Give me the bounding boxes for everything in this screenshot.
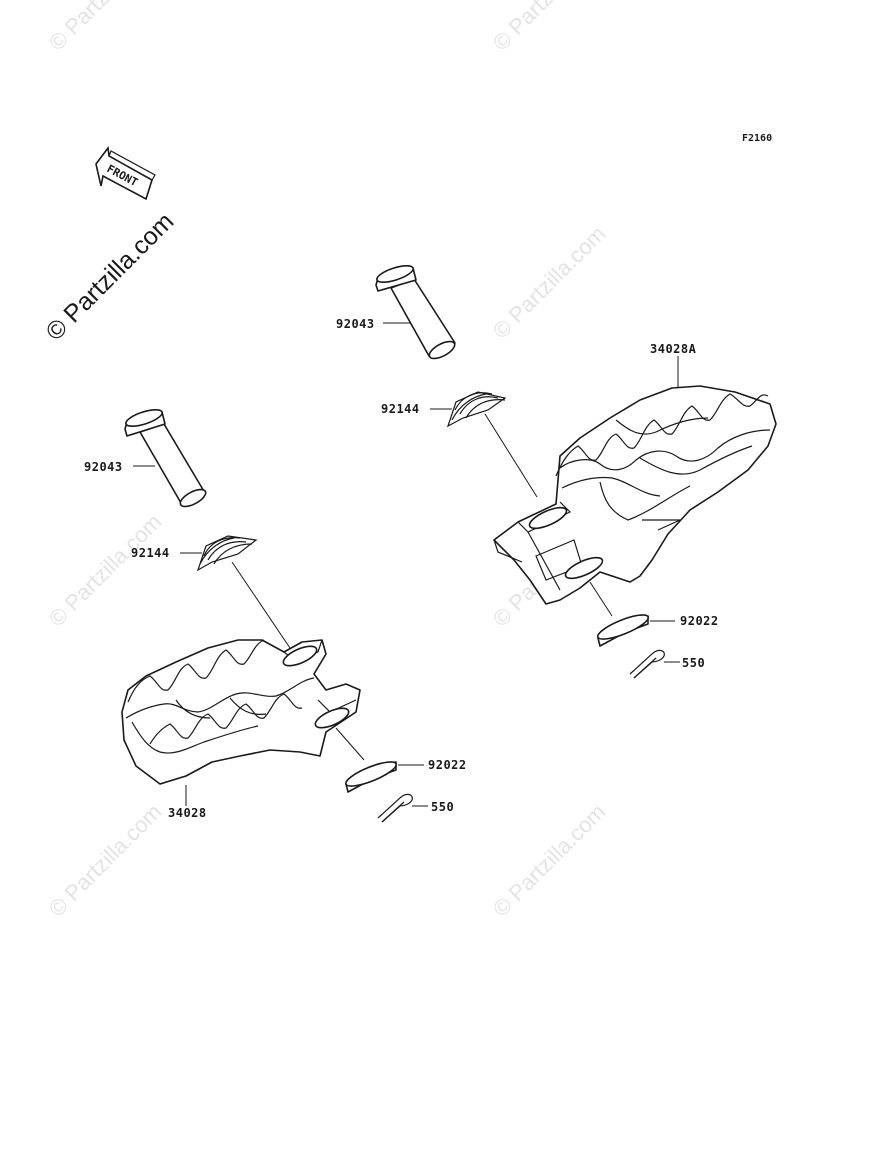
watermark: © Partzilla.com	[488, 221, 611, 344]
watermark: © Partzilla.com	[488, 0, 611, 56]
pin-upper-drawing	[375, 265, 456, 360]
cotter-left-drawing	[377, 793, 413, 823]
footpeg-left-drawing	[121, 639, 361, 785]
leader-line	[589, 581, 613, 617]
watermark-group: © Partzilla.com © Partzilla.com © Partzi…	[44, 0, 611, 922]
part-label-550-right: 550	[682, 656, 705, 670]
watermark: © Partzilla.com	[44, 509, 167, 632]
part-label-550-left: 550	[431, 800, 454, 814]
leader-line	[231, 561, 291, 649]
footpeg-right-drawing	[493, 385, 777, 605]
part-label-92144-lower: 92144	[131, 546, 170, 560]
part-label-92022-right: 92022	[680, 614, 719, 628]
washer-left-drawing	[345, 761, 397, 793]
watermark: © Partzilla.com	[44, 0, 167, 56]
watermark-main: © Partzilla.com	[40, 207, 179, 346]
part-label-34028A: 34028A	[650, 342, 697, 356]
watermark: © Partzilla.com	[44, 799, 167, 922]
part-label-92043-upper: 92043	[336, 317, 375, 331]
pin-lower-drawing	[124, 409, 207, 508]
leader-line	[484, 413, 538, 498]
diagram-code: F2160	[742, 133, 772, 144]
part-label-34028: 34028	[168, 806, 207, 820]
leader-line	[335, 727, 365, 761]
part-label-92043-lower: 92043	[84, 460, 123, 474]
part-label-92144-upper: 92144	[381, 402, 420, 416]
watermark: © Partzilla.com	[488, 799, 611, 922]
washer-right-drawing	[597, 614, 649, 647]
spring-upper-drawing	[446, 391, 507, 428]
spring-lower-drawing	[196, 535, 258, 572]
part-label-92022-left: 92022	[428, 758, 467, 772]
front-arrow-icon: FRONT	[95, 145, 156, 201]
cotter-right-drawing	[629, 649, 665, 679]
